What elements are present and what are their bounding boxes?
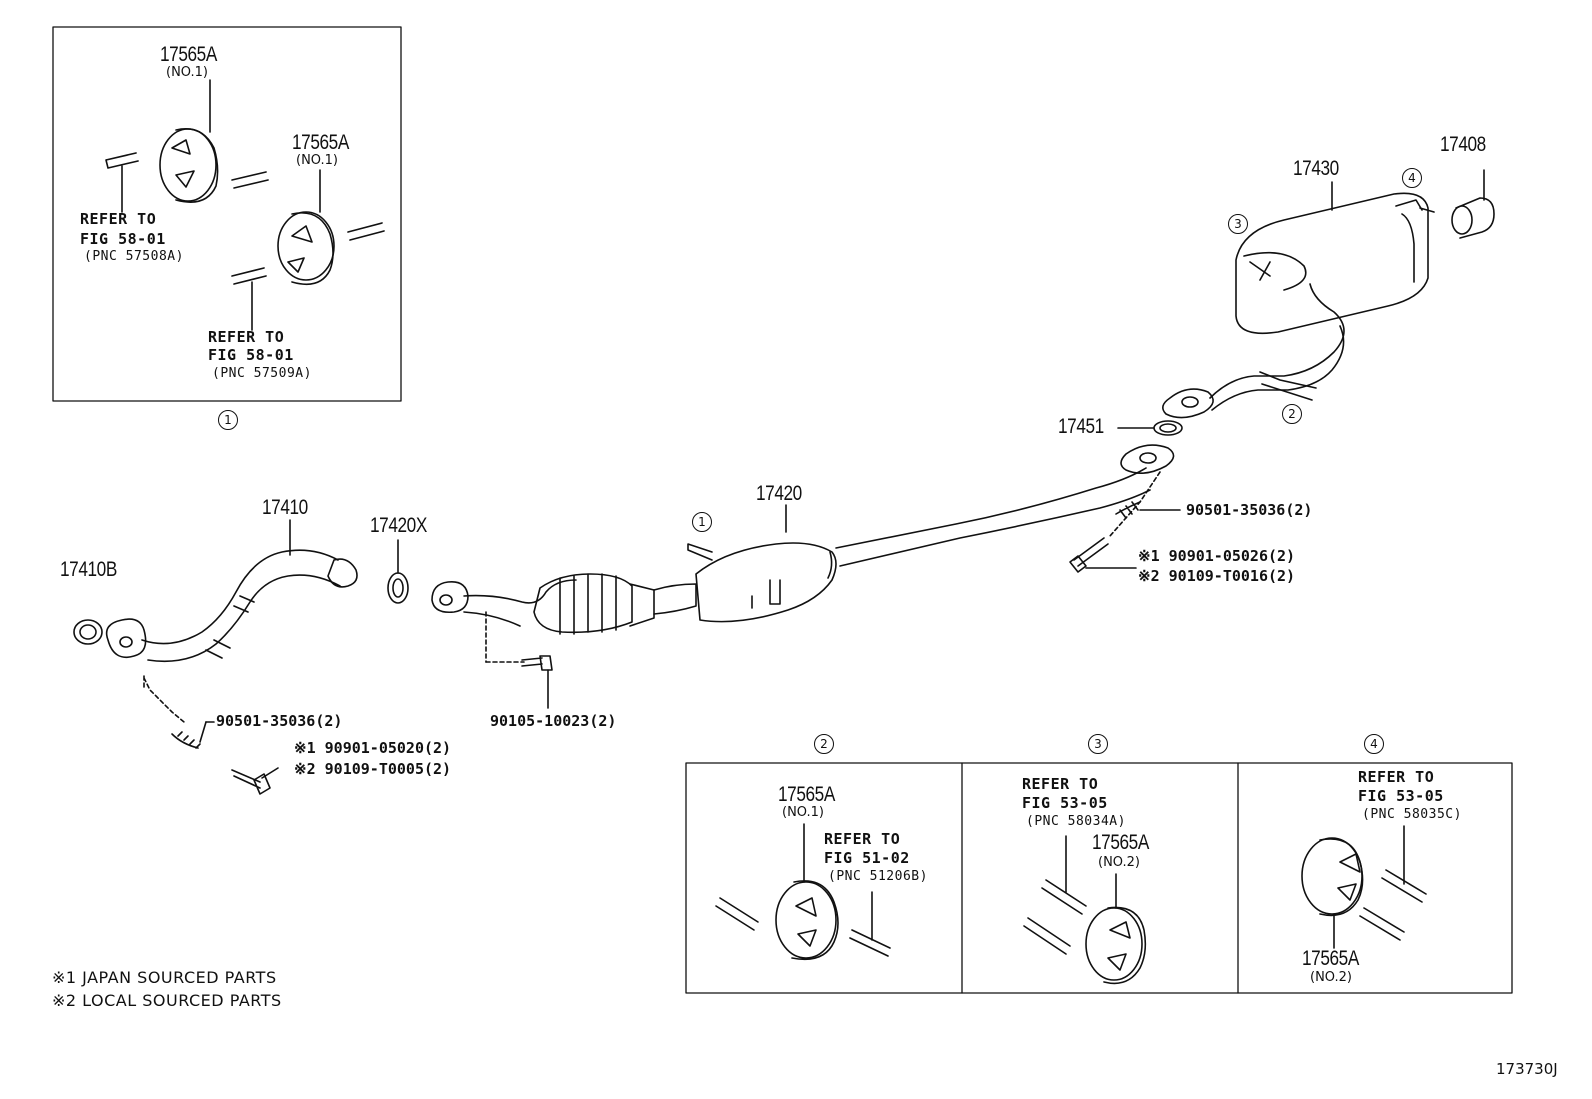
refer-fig: FIG 58-01 <box>208 346 294 364</box>
refer-fig: FIG 53-05 <box>1022 794 1108 812</box>
refer-to-label: REFER TO <box>208 328 285 346</box>
bolt-left-2: ※2 90109-T0005(2) <box>294 760 452 778</box>
part-number-17420: 17420 <box>756 482 802 505</box>
gasket-17451 <box>1117 420 1183 436</box>
diagram-code: 173730J <box>1496 1060 1558 1078</box>
part-number-17410b: 17410B <box>60 558 117 581</box>
spring-icon <box>1115 501 1141 519</box>
part-number-hanger: 17565A <box>1302 947 1359 970</box>
bolt-spring-left: 90501-35036(2) <box>216 712 343 730</box>
part-number-17451: 17451 <box>1058 415 1104 438</box>
part-number-17430: 17430 <box>1293 157 1339 180</box>
refer-fig: FIG 51-02 <box>824 849 910 867</box>
refer-pnc: (PNC 57508A) <box>84 249 184 264</box>
part-number-17408: 17408 <box>1440 133 1486 156</box>
bolt-right-2: ※2 90109-T0016(2) <box>1138 567 1296 585</box>
part-number-hanger: 17565A <box>292 131 349 154</box>
refer-to-label: REFER TO <box>1358 768 1435 786</box>
part-number-17420x: 17420X <box>370 514 427 537</box>
bolt-right-1: ※1 90901-05026(2) <box>1138 547 1296 565</box>
detail-marker: 3 <box>1228 214 1248 234</box>
bolt-icon <box>231 767 279 795</box>
hanger-variant: (NO.1) <box>166 65 208 80</box>
detail-marker: 2 <box>814 734 834 754</box>
refer-pnc: (PNC 51206B) <box>828 869 928 884</box>
refer-to-label: REFER TO <box>80 210 157 228</box>
detail-marker: 2 <box>1282 404 1302 424</box>
rubber-hanger-icon <box>277 211 335 286</box>
part-number-hanger: 17565A <box>160 43 217 66</box>
detail-marker: 4 <box>1402 168 1422 188</box>
gasket-17420x <box>387 539 409 604</box>
part-number-hanger: 17565A <box>1092 831 1149 854</box>
hanger-variant: (NO.1) <box>782 805 824 820</box>
bolt-icon <box>1069 537 1137 573</box>
detail-marker: 1 <box>218 410 238 430</box>
rubber-hanger-icon <box>1301 837 1364 949</box>
bolt-left-1: ※1 90901-05020(2) <box>294 739 452 757</box>
detail-marker: 1 <box>692 512 712 532</box>
detail-box-2-4 <box>685 762 1513 994</box>
refer-to-label: REFER TO <box>1022 775 1099 793</box>
detail-marker: 3 <box>1088 734 1108 754</box>
front-pipe-17410 <box>73 519 358 663</box>
part-number-hanger: 17565A <box>778 783 835 806</box>
bolt-spring-right: 90501-35036(2) <box>1186 501 1313 519</box>
rubber-hanger-icon <box>775 823 839 961</box>
hanger-variant: (NO.2) <box>1310 970 1352 985</box>
hanger-variant: (NO.1) <box>296 153 338 168</box>
refer-to-label: REFER TO <box>824 830 901 848</box>
tail-tip-17408 <box>1451 169 1495 239</box>
detail-box-1 <box>52 26 402 402</box>
rubber-hanger-icon <box>159 128 219 203</box>
refer-pnc: (PNC 58035C) <box>1362 807 1462 822</box>
note-local-sourced: ※2 LOCAL SOURCED PARTS <box>52 991 282 1010</box>
center-pipe-17420 <box>431 444 1175 635</box>
note-japan-sourced: ※1 JAPAN SOURCED PARTS <box>52 968 277 987</box>
refer-pnc: (PNC 58034A) <box>1026 814 1126 829</box>
refer-fig: FIG 58-01 <box>80 230 166 248</box>
refer-fig: FIG 53-05 <box>1358 787 1444 805</box>
detail-marker: 4 <box>1364 734 1384 754</box>
spring-icon <box>171 731 201 749</box>
refer-pnc: (PNC 57509A) <box>212 366 312 381</box>
bolt-icon <box>521 655 553 709</box>
bolt-mid: 90105-10023(2) <box>490 712 617 730</box>
muffler-17430 <box>1162 181 1435 419</box>
hanger-variant: (NO.2) <box>1098 855 1140 870</box>
part-number-17410: 17410 <box>262 496 308 519</box>
rubber-hanger-icon <box>1085 873 1147 985</box>
